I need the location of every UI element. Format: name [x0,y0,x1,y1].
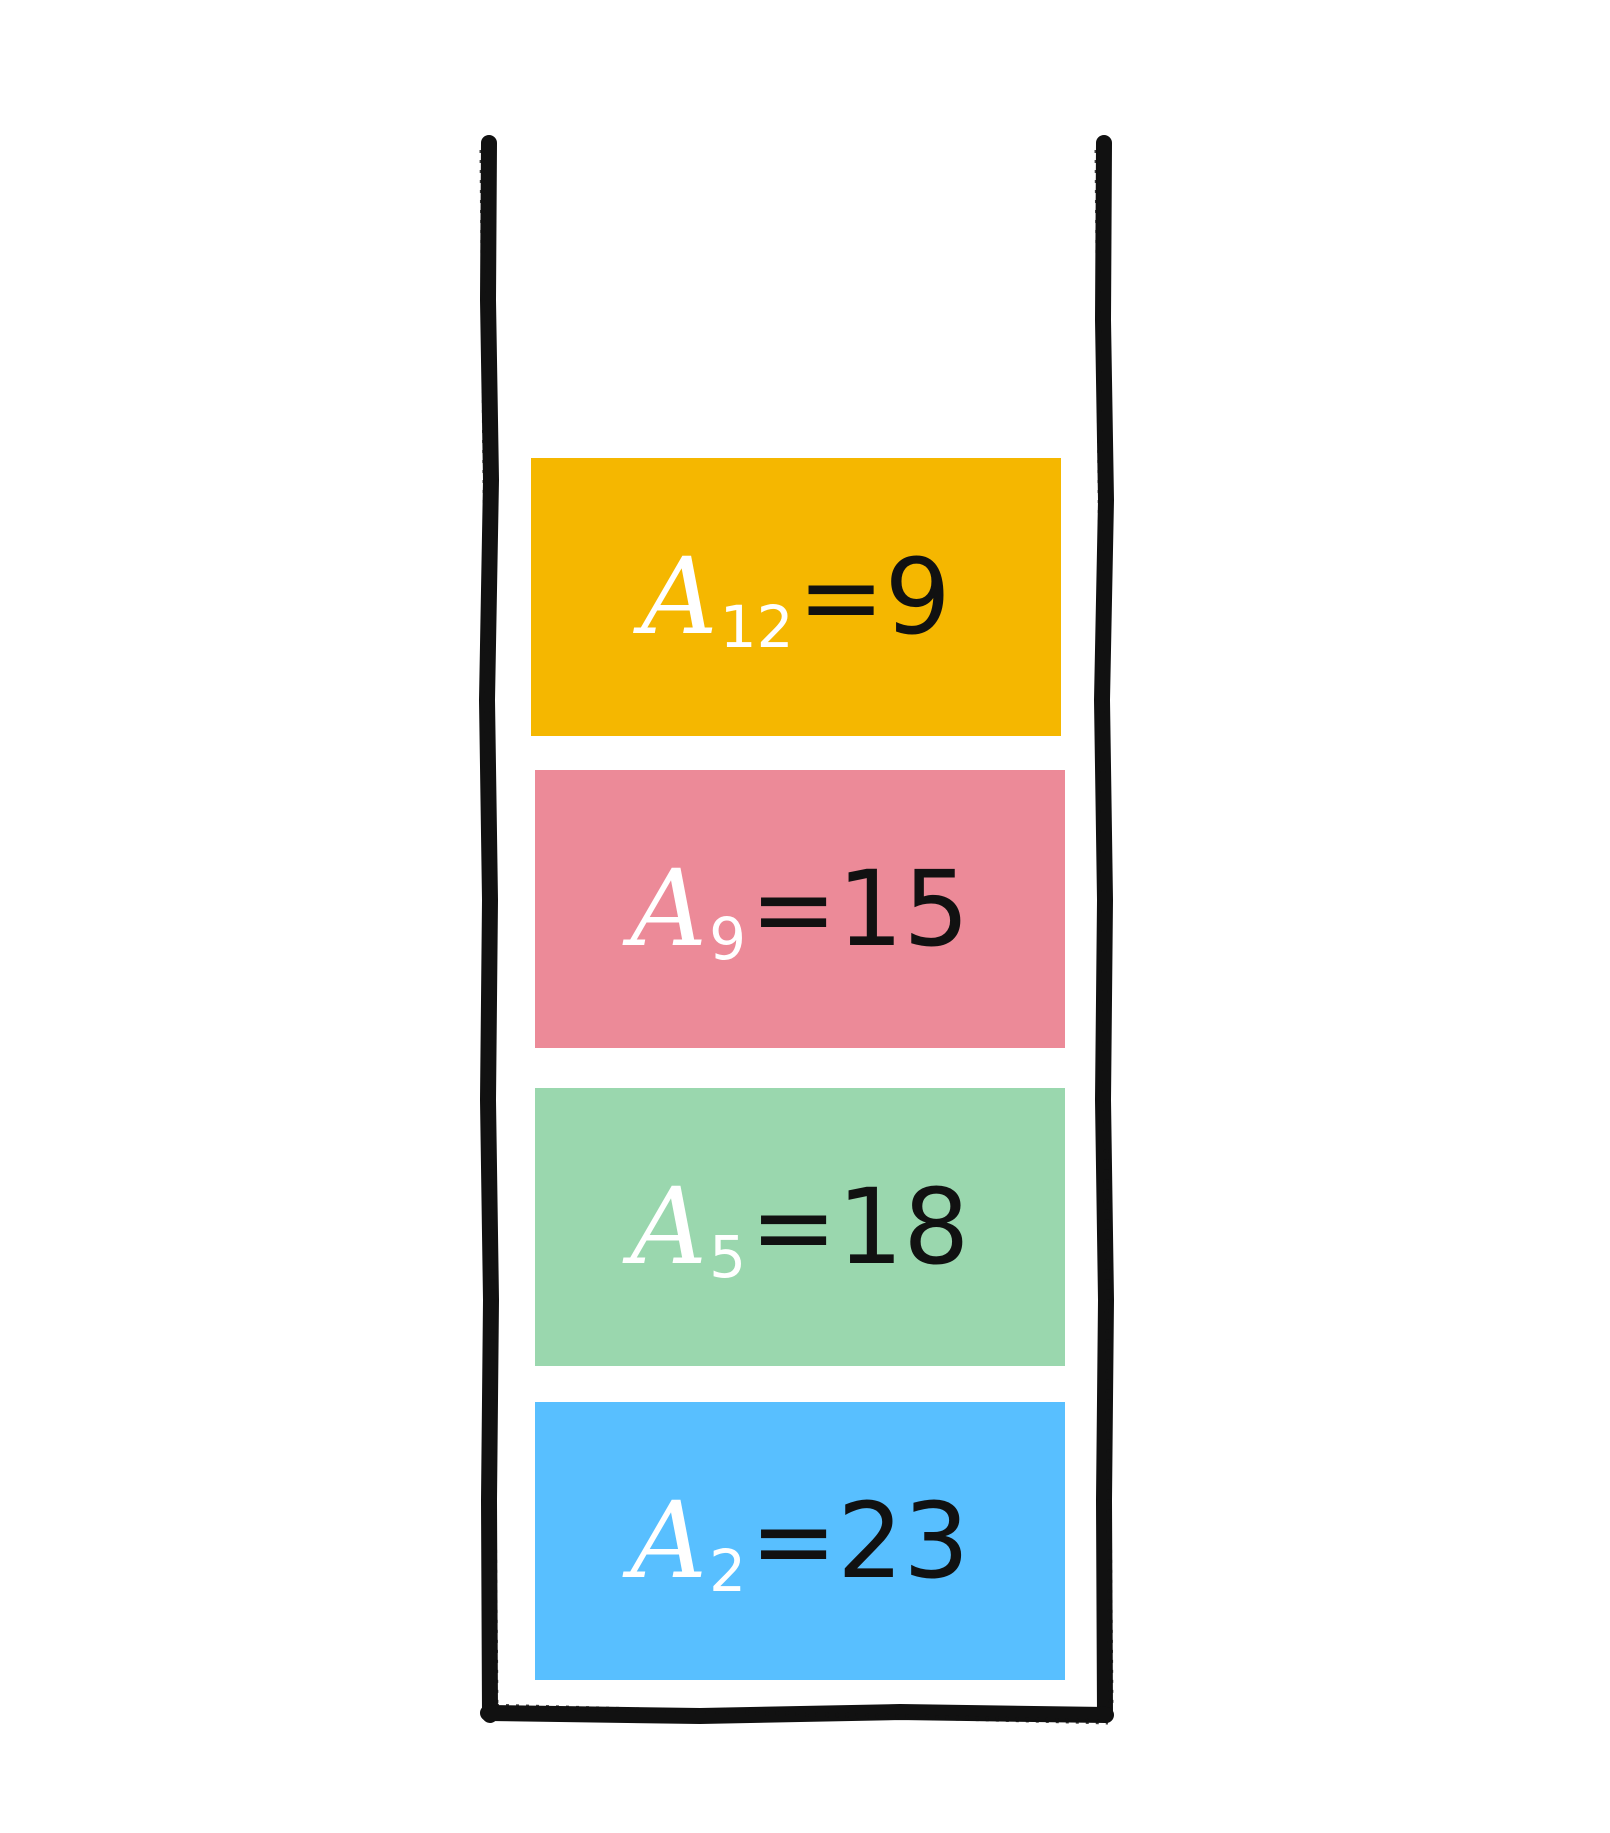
stack-item: A 12 = 9 [531,458,1061,736]
stack-item-index: 12 [719,593,794,661]
stack-container-left-wall [479,135,499,1723]
stack-item-value: 23 [837,1480,970,1602]
stack-item-variable: A [641,535,718,658]
stack-item-index: 2 [709,1537,746,1605]
stack-item-value: 9 [884,536,951,658]
stack-item-variable: A [630,1165,708,1288]
stack-container-bottom [480,1704,1114,1724]
stack-item-value: 15 [837,848,970,970]
stack-item-equals: = [749,1480,838,1602]
stack-item-index: 9 [709,905,746,973]
stack-container-right-wall [1094,135,1114,1723]
stack-item-equals: = [749,848,838,970]
stack-item-variable: A [630,847,708,970]
stack-item: A 9 = 15 [535,770,1065,1048]
stack-item-equals: = [797,536,885,658]
stack-item: A 5 = 18 [535,1088,1065,1366]
stack-item: A 2 = 23 [535,1402,1065,1680]
stack-item-index: 5 [709,1223,746,1291]
stack-item-equals: = [749,1166,838,1288]
stack-item-variable: A [630,1479,708,1602]
stack-item-value: 18 [837,1166,970,1288]
